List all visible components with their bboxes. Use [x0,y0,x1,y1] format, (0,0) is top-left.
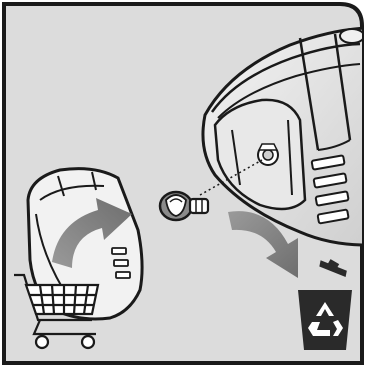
bulb-socket [258,144,278,165]
